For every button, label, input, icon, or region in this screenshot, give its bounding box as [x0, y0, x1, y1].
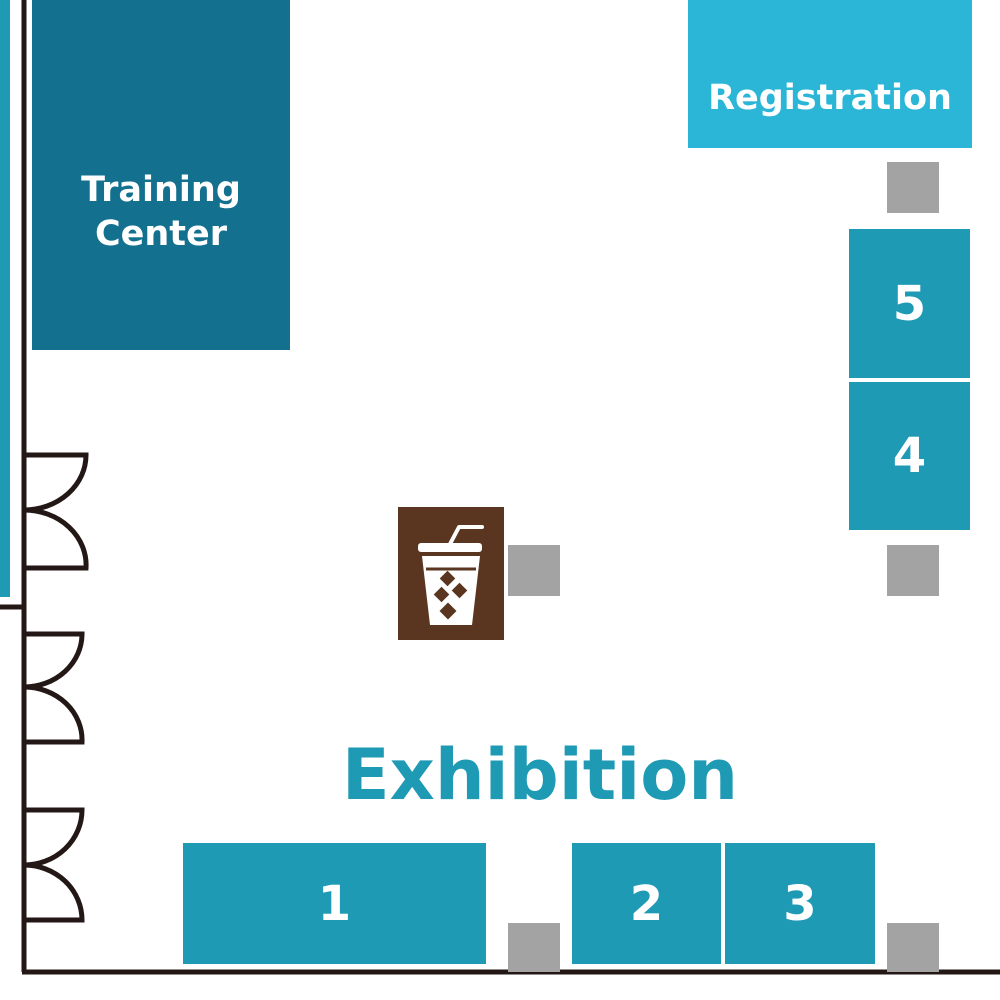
booth-1-label: 1 — [317, 875, 352, 932]
exhibition-heading: Exhibition — [341, 734, 739, 816]
booth-2: 2 — [572, 843, 721, 964]
cafe-sign — [398, 507, 504, 640]
booth-4-label: 4 — [892, 428, 927, 484]
marker-booth-4 — [887, 545, 939, 596]
booth-1: 1 — [183, 843, 486, 964]
booth-2-label: 2 — [629, 875, 664, 932]
booth-5-label: 5 — [892, 275, 927, 332]
training-center-label-line2: Center — [94, 214, 228, 254]
iced-drink-icon — [418, 525, 484, 625]
booth-3-label: 3 — [783, 875, 817, 932]
booth-3: 3 — [725, 843, 875, 964]
booth-5: 5 — [849, 229, 970, 378]
marker-booth-3 — [887, 923, 939, 972]
training-center-label-line1: Training — [81, 170, 241, 210]
registration-room: Registration — [688, 0, 972, 148]
marker-booth-1 — [508, 923, 560, 972]
booth-4: 4 — [849, 382, 970, 530]
marker-cafe — [508, 545, 560, 596]
marker-registration — [887, 162, 939, 213]
training-center-room: Training Center — [32, 0, 290, 350]
registration-label: Registration — [708, 78, 952, 118]
